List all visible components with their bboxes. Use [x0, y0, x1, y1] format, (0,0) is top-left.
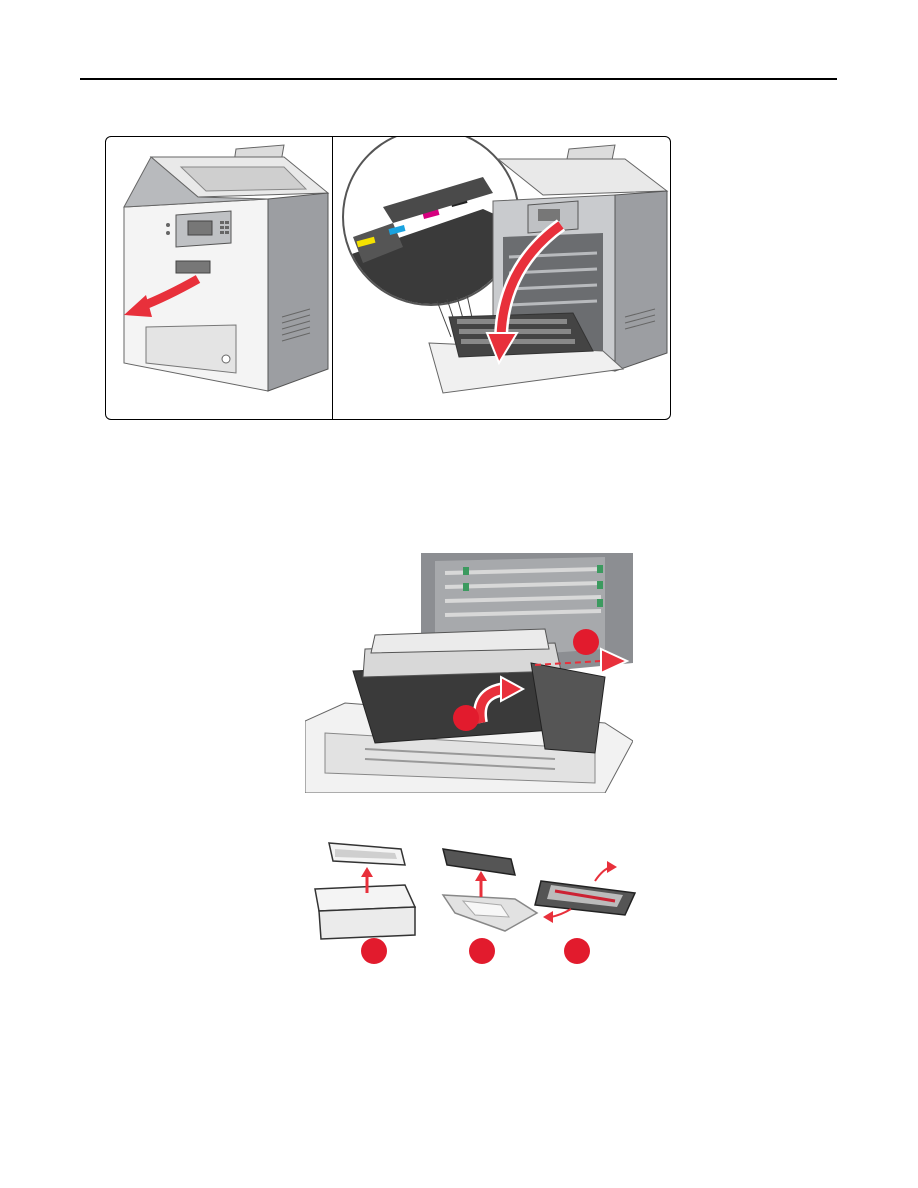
- callout-marker-3: [564, 938, 590, 964]
- remove-arrow-icon: [534, 647, 630, 675]
- imaging-kit-illustration: [305, 553, 633, 793]
- pull-arrow-icon: [124, 275, 201, 317]
- figure-remove-imaging-kit: [305, 553, 633, 793]
- header-rule: [80, 78, 837, 80]
- unpack-arrow-icon: [361, 867, 373, 893]
- figure-unpack-photoconductor: [305, 835, 645, 965]
- callout-marker-1: [453, 705, 479, 731]
- lift-arrow-icon: [473, 675, 526, 725]
- unpack-illustration: [314, 842, 637, 940]
- callout-marker-2: [469, 938, 495, 964]
- panel-divider: [332, 137, 333, 419]
- callout-marker-2: [573, 629, 599, 655]
- printer-closed-illustration: [123, 144, 330, 392]
- callout-marker-1: [361, 938, 387, 964]
- figure-open-front-door: [105, 136, 671, 420]
- printer-open-illustration: [342, 137, 669, 394]
- open-door-arrow-icon: [485, 219, 566, 366]
